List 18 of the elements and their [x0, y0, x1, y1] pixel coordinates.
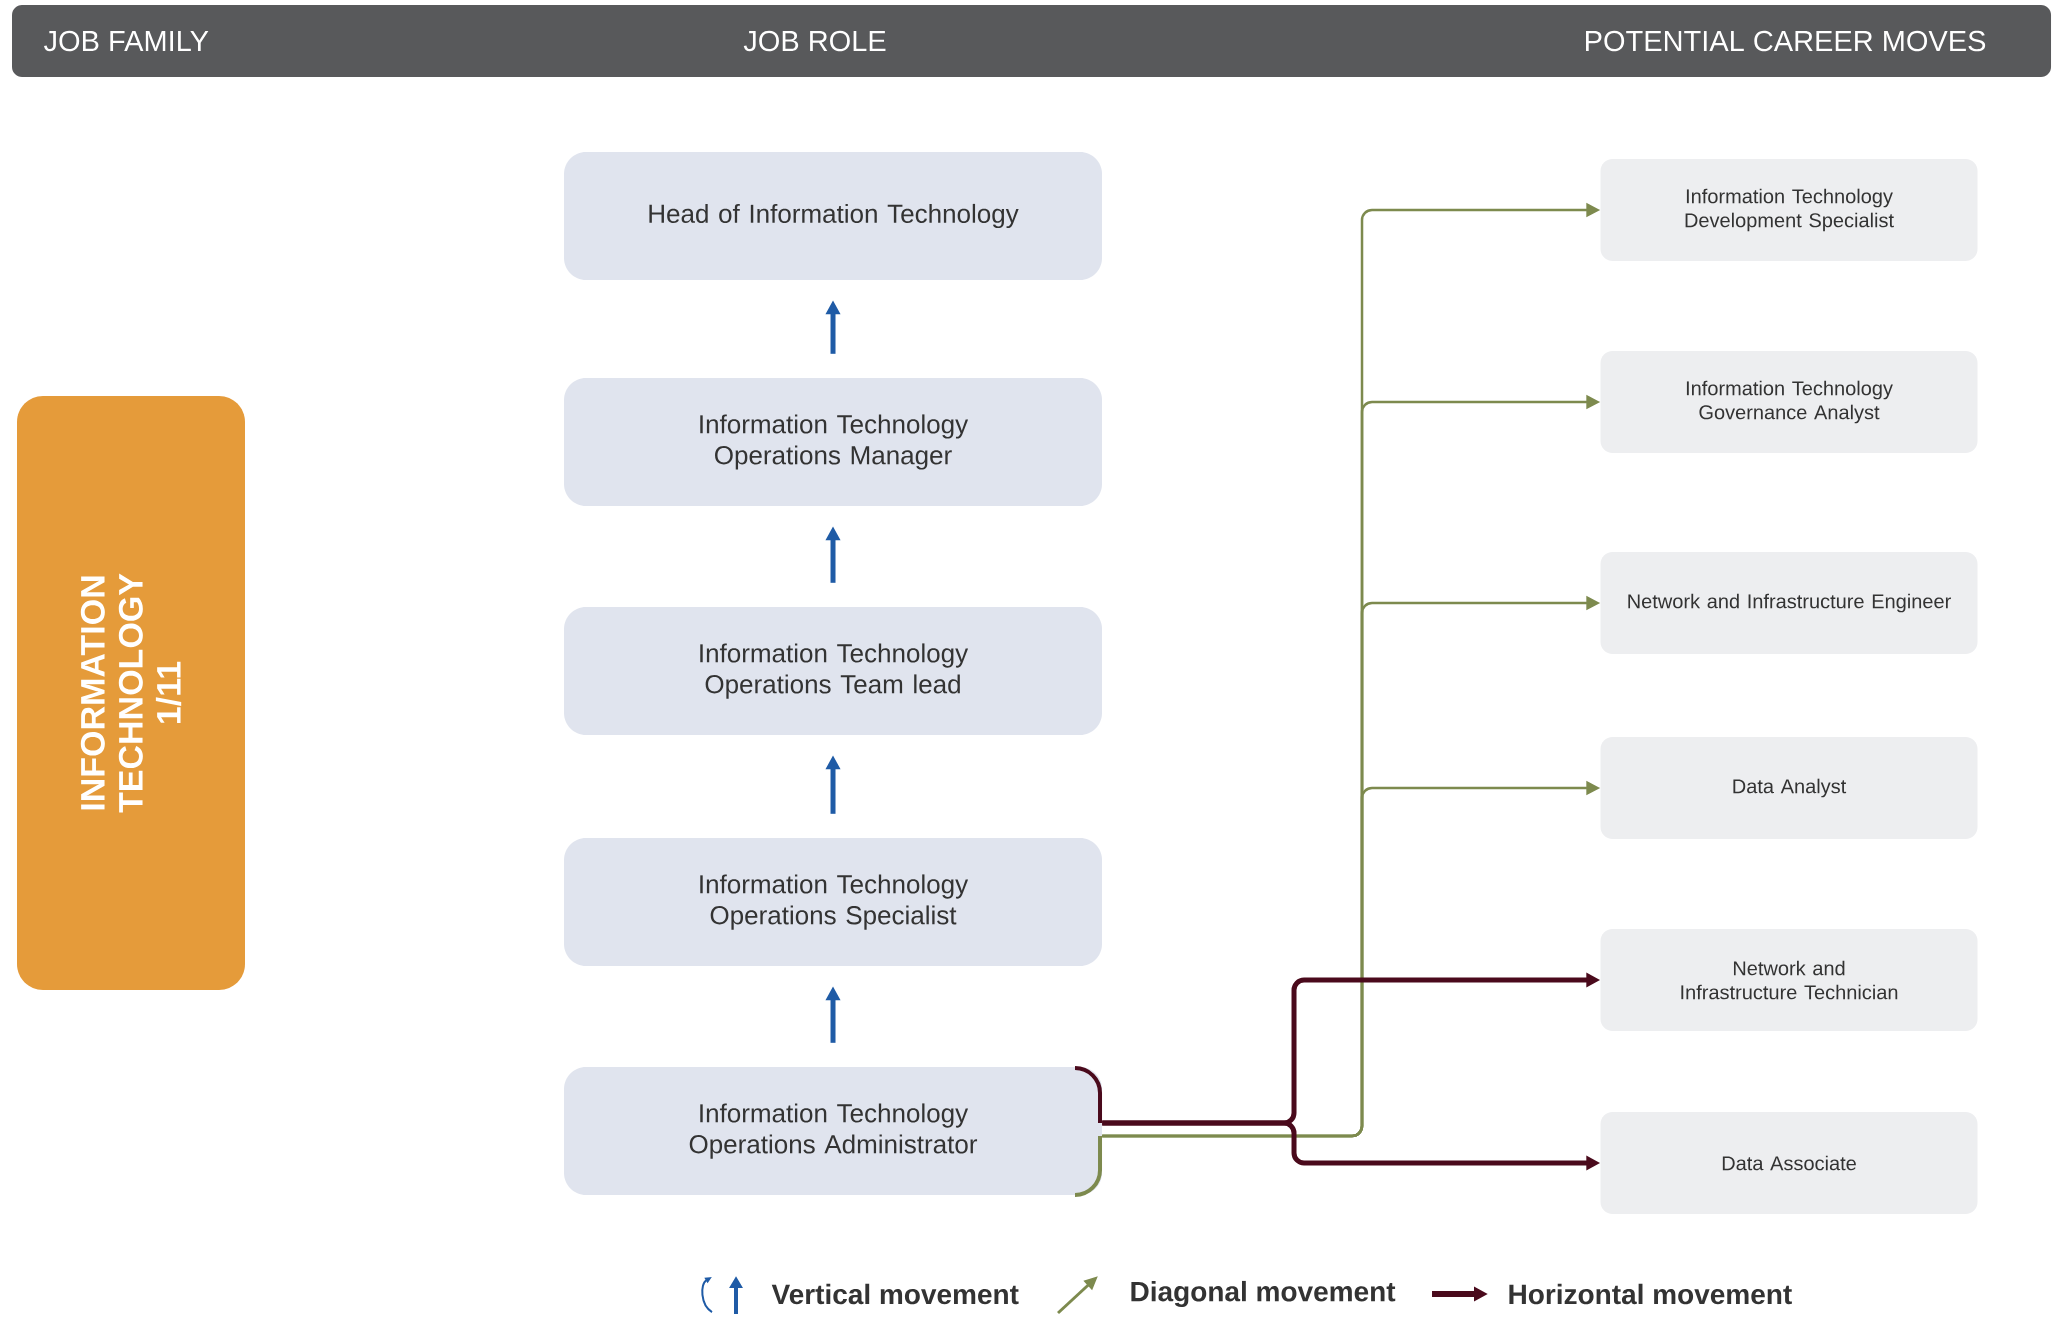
job-family-box: INFORMATION TECHNOLOGY 1/11: [17, 396, 245, 990]
career-move-box: Data Associate: [1600, 1112, 1978, 1214]
column-heading: JOB ROLE: [743, 30, 886, 52]
career-move-box: Information Technology Development Specialist: [1600, 159, 1978, 261]
role-box: Information Technology Operations Team lead: [564, 607, 1102, 735]
legend-text: Diagonal movement: [1131, 1280, 1396, 1308]
career-move-box: Data Analyst: [1600, 737, 1978, 839]
role-box: Information Technology Operations Specialist: [564, 838, 1102, 966]
column-heading: POTENTIAL CAREER MOVES: [1586, 30, 1986, 52]
role-box: Information Technology Operations Manager: [564, 378, 1102, 506]
career-move-box: Network and Infrastructure Engineer: [1600, 552, 1978, 654]
career-move-box: Information Technology Governance Analyst: [1600, 351, 1978, 453]
legend-text: Horizontal movement: [1509, 1283, 1792, 1305]
column-heading: JOB FAMILY: [44, 30, 209, 52]
legend-text: Vertical movement: [771, 1283, 1019, 1305]
role-box: Information Technology Operations Administrator: [564, 1067, 1102, 1195]
role-box: Head of Information Technology: [564, 152, 1102, 280]
career-move-box: Network and Infrastructure Technician: [1600, 929, 1978, 1031]
